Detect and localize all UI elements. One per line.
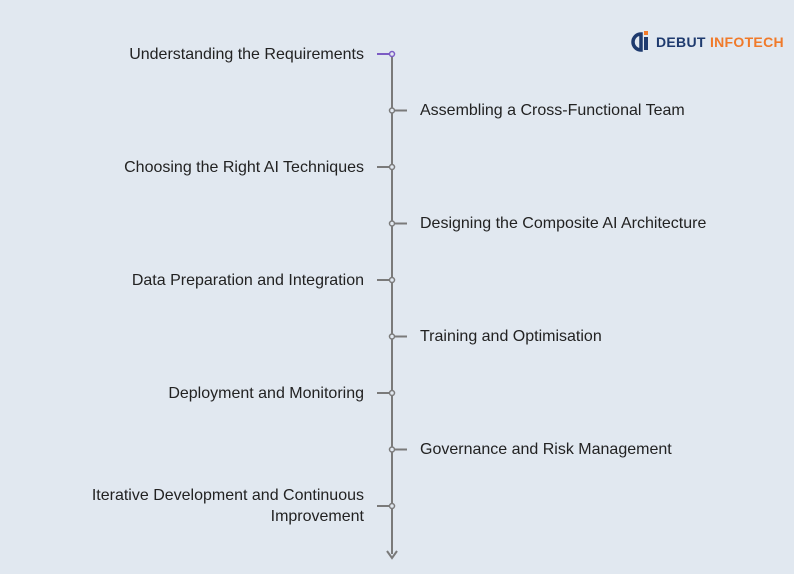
step-label: Understanding the Requirements [129,45,364,63]
logo-word-debut: DEBUT [656,34,706,50]
logo-icon [631,31,648,52]
step-label: Training and Optimisation [420,328,602,345]
step-node [388,389,396,397]
step-label: Deployment and Monitoring [168,384,364,402]
logo-word-infotech: INFOTECH [709,34,784,50]
step-label: Governance and Risk Management [420,441,672,458]
step-node [388,276,396,284]
step-node [388,220,396,227]
step-label: Designing the Composite AI Architecture [420,215,707,232]
step-node [388,50,396,58]
step-label: Choosing the Right AI Techniques [124,158,364,176]
step-node [388,446,396,453]
step-node [388,333,396,340]
step-node [388,107,396,114]
step-node [388,502,396,510]
arrow-down-icon [386,550,398,560]
step-label: Assembling a Cross-Functional Team [420,102,685,119]
step-label: Data Preparation and Integration [131,271,364,289]
company-logo: DEBUT INFOTECH [630,30,784,54]
step-node [388,163,396,171]
